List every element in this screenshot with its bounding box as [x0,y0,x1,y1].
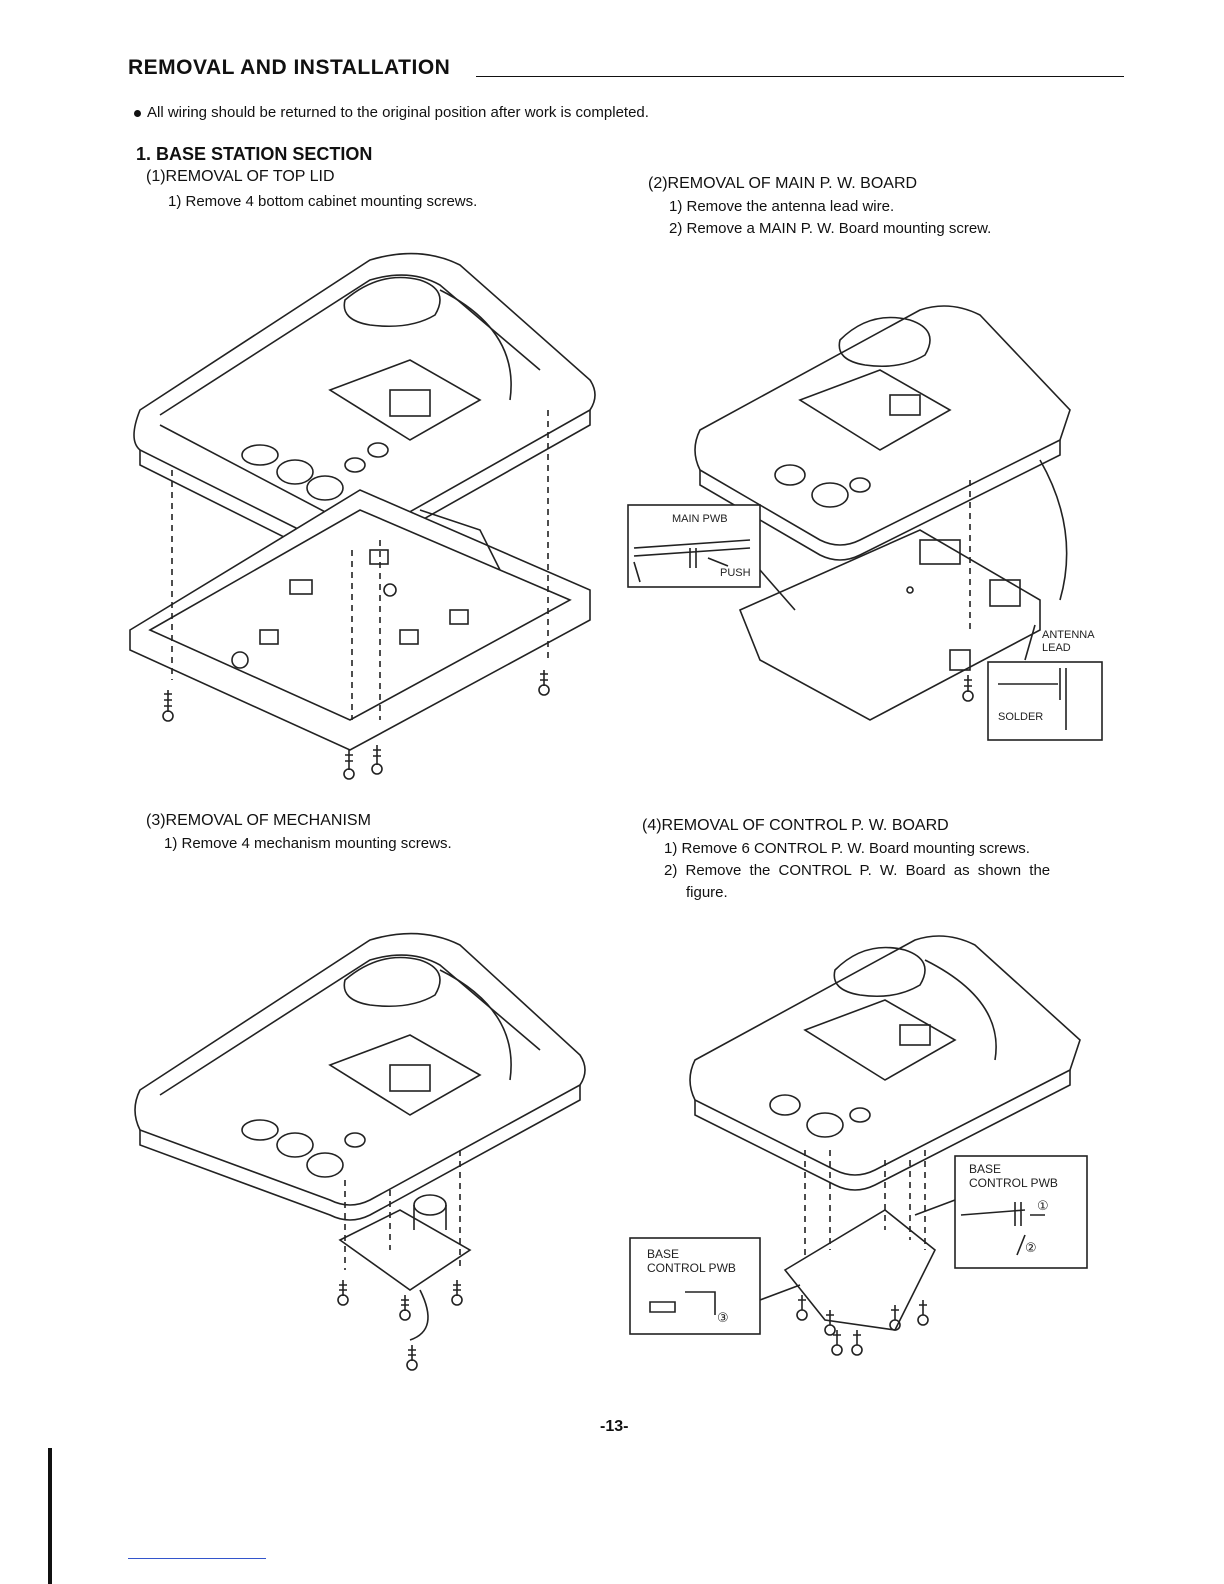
procedure-2-title: (2)REMOVAL OF MAIN P. W. BOARD [648,175,918,192]
figure-main-pwb-removal: MAIN PWB PUSH ANTENNA LEAD SOLDER [627,305,1103,741]
lead-label: LEAD [1042,642,1071,654]
procedure-4-title: (4)REMOVAL OF CONTROL P. W. BOARD [642,817,949,834]
base-label-right: BASE [969,1162,1001,1176]
push-label: PUSH [720,567,751,579]
bullet-icon [134,109,141,117]
procedure-4-step-1: 1) Remove 6 CONTROL P. W. Board mounting… [664,840,1030,857]
step-1-marker: ① [1037,1198,1049,1213]
screw-icon [343,750,355,780]
screw-icon [962,675,974,702]
main-pwb-label: MAIN PWB [672,513,728,525]
screw-icon [851,1330,863,1356]
procedure-2-step-2: 2) Remove a MAIN P. W. Board mounting sc… [669,220,992,237]
procedure-4-step-3: figure. [686,884,728,901]
wiring-note-text: All wiring should be returned to the ori… [147,104,649,121]
title-rule [476,76,1124,77]
figure-mechanism-removal [134,932,586,1371]
solder-label: SOLDER [998,711,1043,723]
screw-icon [889,1305,901,1331]
procedure-2-step-1: 1) Remove the antenna lead wire. [669,198,895,215]
screw-icon [399,1295,411,1321]
footer-rule [128,1558,266,1559]
screw-icon [796,1295,808,1321]
step-3-marker: ③ [717,1310,729,1325]
procedure-1-step-1: 1) Remove 4 bottom cabinet mounting scre… [168,193,478,210]
procedure-4-step-2: 2) Remove the CONTROL P. W. Board as sho… [664,862,1051,879]
screw-icon [538,670,550,696]
wiring-note: All wiring should be returned to the ori… [134,104,649,121]
screw-icon [824,1310,836,1336]
page-title: REMOVAL AND INSTALLATION [128,56,451,79]
control-pwb-label-right: CONTROL PWB [969,1176,1058,1190]
screw-icon [162,690,174,722]
page-number: -13- [600,1418,629,1435]
screw-icon [406,1345,418,1371]
screw-icon [917,1300,929,1326]
section-title: 1. BASE STATION SECTION [136,144,373,164]
scan-margin-bar [48,1448,52,1584]
screw-icon [451,1280,463,1306]
base-label-left: BASE [647,1247,679,1261]
figure-control-pwb-removal: BASE CONTROL PWB ③ BASE CONTROL PWB ① ② [629,935,1088,1356]
screw-icon [337,1280,349,1306]
step-2-marker: ② [1025,1240,1037,1255]
antenna-label: ANTENNA [1042,629,1095,641]
control-pwb-label-left: CONTROL PWB [647,1261,736,1275]
figure-top-lid-removal [129,252,596,780]
procedure-3-title: (3)REMOVAL OF MECHANISM [146,812,371,829]
screw-icon [371,745,383,775]
procedure-1-title: (1)REMOVAL OF TOP LID [146,168,335,185]
screw-icon [831,1330,843,1356]
procedure-3-step-1: 1) Remove 4 mechanism mounting screws. [164,835,452,852]
